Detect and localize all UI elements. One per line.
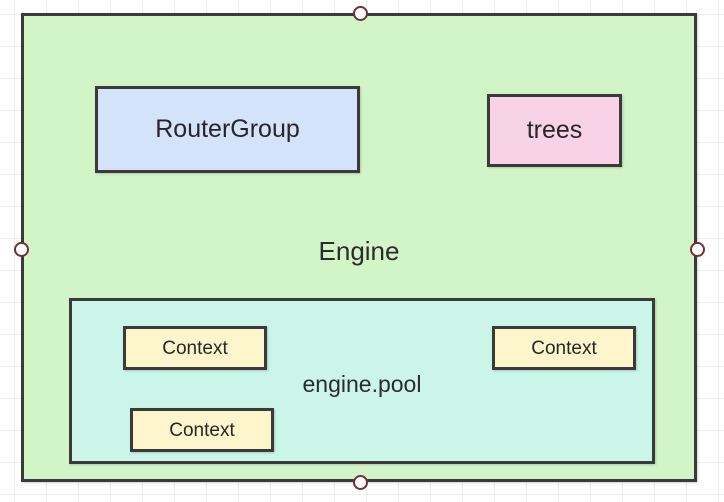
node-routergroup-label: RouterGroup	[155, 115, 300, 143]
node-engine-pool[interactable]: engine.pool Context Context Context	[69, 298, 655, 464]
node-context[interactable]: Context	[123, 326, 267, 370]
node-engine[interactable]: Engine RouterGroup trees engine.pool Con…	[21, 13, 697, 482]
node-engine-pool-label: engine.pool	[302, 371, 422, 397]
node-engine-label: Engine	[318, 236, 400, 266]
node-context-label: Context	[531, 337, 597, 359]
node-trees[interactable]: trees	[487, 94, 622, 167]
resize-handle-top-center[interactable]	[353, 6, 368, 21]
resize-handle-middle-right[interactable]	[690, 242, 705, 257]
node-context[interactable]: Context	[130, 408, 274, 452]
node-context-label: Context	[162, 337, 228, 359]
resize-handle-middle-left[interactable]	[14, 242, 29, 257]
node-routergroup[interactable]: RouterGroup	[95, 86, 360, 173]
resize-handle-bottom-center[interactable]	[353, 475, 368, 490]
node-context-label: Context	[169, 419, 235, 441]
node-trees-label: trees	[526, 116, 583, 144]
node-context[interactable]: Context	[492, 326, 636, 370]
